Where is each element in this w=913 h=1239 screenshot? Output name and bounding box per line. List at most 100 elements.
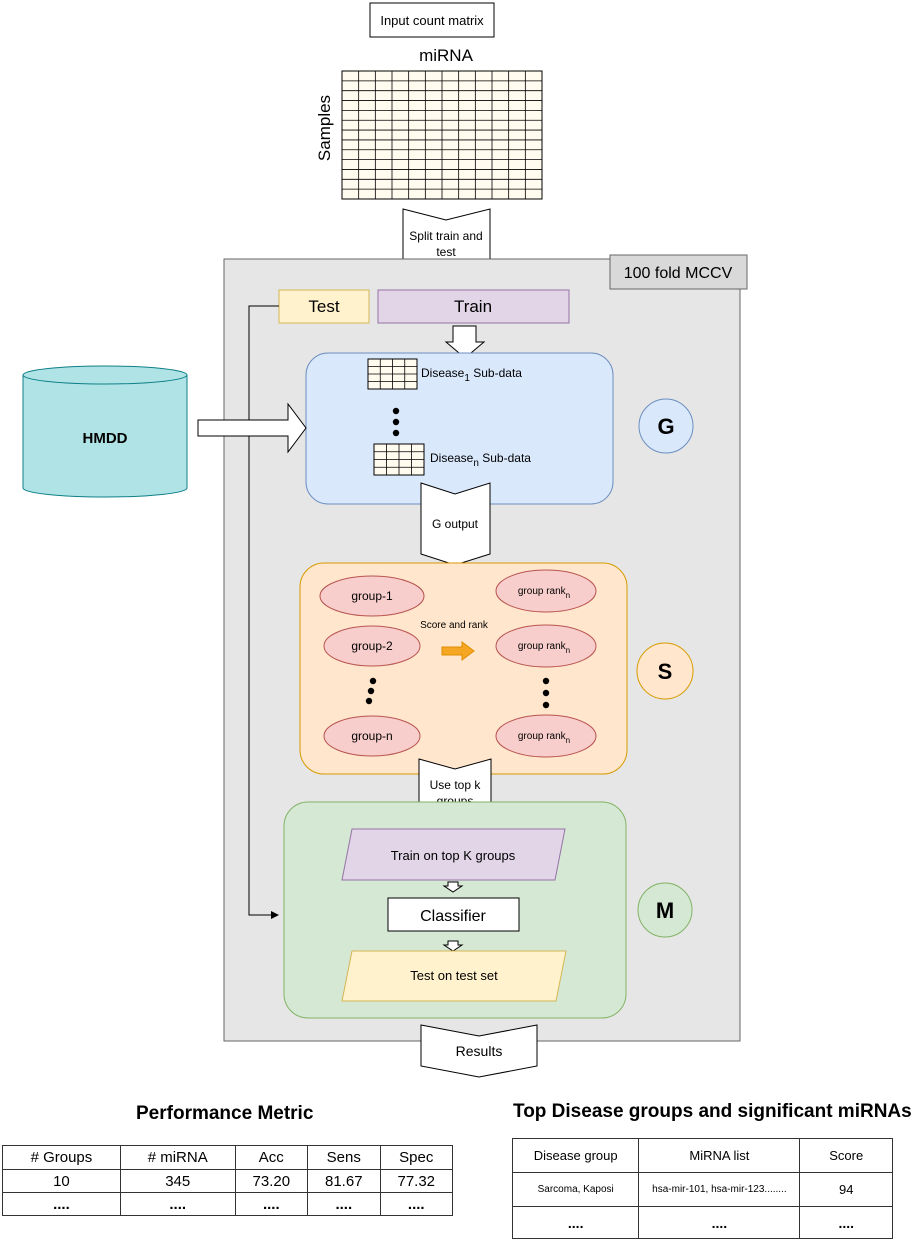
group-1-node [319, 575, 425, 617]
performance-header-cell: # miRNA [119, 1145, 236, 1170]
train-label: Train [454, 297, 492, 316]
top-disease-cell: 94 [799, 1172, 893, 1207]
split-label-2: test [436, 245, 456, 259]
group-n-node [323, 715, 421, 757]
g-output-label: G output [432, 517, 479, 531]
group-rank-n-node [495, 714, 597, 758]
top-disease-title: Top Disease groups and significant miRNA… [513, 1101, 912, 1122]
m-down-arrow [442, 881, 464, 893]
hmdd-cylinder-body [22, 375, 188, 498]
top-disease-cell: Sarcoma, Kaposi [511, 1172, 640, 1207]
mccv-label: 100 fold MCCV [624, 265, 733, 282]
m-badge-circle [637, 882, 693, 938]
s-dot [367, 687, 375, 695]
performance-header-cell: Sens [307, 1145, 381, 1170]
classifier-box [387, 897, 520, 932]
g-badge-circle [638, 398, 694, 454]
s-dot [369, 677, 377, 685]
test-on-set-label: Test on test set [410, 968, 498, 983]
g-output-arrow [420, 482, 491, 566]
performance-header-row: # Groups # miRNA Acc Sens Spec [2, 1145, 454, 1170]
test-on-set-box [341, 950, 567, 1002]
s-badge-circle [636, 642, 694, 700]
mccv-badge [609, 254, 748, 290]
test-label: Test [308, 297, 339, 316]
performance-cell: 10 [2, 1169, 121, 1193]
hmdd-to-g-arrow [197, 402, 307, 454]
top-disease-row: .... .... .... [511, 1206, 893, 1239]
test-connector-line [248, 305, 279, 919]
top-disease-header-cell: Score [799, 1138, 893, 1173]
performance-cell: .... [234, 1192, 309, 1216]
performance-header-cell: # Groups [2, 1145, 121, 1170]
top-disease-cell: hsa-mir-101, hsa-mir-123........ [638, 1172, 801, 1207]
g-dot [392, 429, 400, 437]
top-disease-header-cell: Disease group [511, 1138, 640, 1173]
s-dot [542, 689, 550, 697]
performance-row: .... .... .... .... .... [2, 1192, 454, 1216]
group-n-label: group-n [351, 729, 392, 743]
performance-header-cell: Acc [234, 1145, 309, 1170]
performance-cell: 77.32 [379, 1169, 454, 1193]
classifier-label: Classifier [420, 908, 486, 925]
score-rank-arrow [441, 641, 475, 661]
g-badge-label: G [657, 414, 674, 439]
input-count-matrix-label: Input count matrix [380, 13, 484, 28]
disease-1-grid [367, 358, 418, 390]
test-box [278, 289, 370, 324]
train-top-k-label: Train on top K groups [391, 848, 516, 863]
disease-n-grid [373, 443, 425, 476]
top-disease-row: Sarcoma, Kaposi hsa-mir-101, hsa-mir-123… [511, 1172, 893, 1207]
top-disease-cell: .... [799, 1206, 893, 1239]
performance-title: Performance Metric [136, 1103, 314, 1124]
performance-table: # Groups # miRNA Acc Sens Spec 10 345 73… [2, 1145, 454, 1216]
hmdd-label: HMDD [83, 430, 128, 447]
group-1-label: group-1 [351, 589, 393, 603]
input-count-matrix-box [369, 2, 495, 38]
g-dot [392, 407, 400, 415]
top-disease-table: Disease group MiRNA list Score Sarcoma, … [511, 1138, 893, 1239]
train-top-k-box [341, 828, 566, 881]
top-disease-header-row: Disease group MiRNA list Score [511, 1138, 893, 1173]
train-box [377, 289, 570, 324]
group-rank-2-node [495, 624, 597, 668]
group-rank-n-label: group rankn [518, 731, 570, 745]
group-2-node [323, 625, 421, 667]
performance-cell: .... [307, 1192, 381, 1216]
input-matrix-grid [341, 70, 543, 200]
top-disease-cell: .... [638, 1206, 801, 1239]
top-k-label-1: Use top k [430, 778, 482, 792]
m-badge-label: M [656, 898, 674, 923]
performance-cell: .... [119, 1192, 236, 1216]
s-dot [365, 697, 373, 705]
s-dot [542, 677, 550, 685]
disease-n-label: Diseasen Sub-data [430, 451, 531, 469]
results-label: Results [456, 1043, 503, 1059]
hmdd-cylinder-top [22, 365, 188, 385]
top-disease-cell: .... [511, 1206, 640, 1239]
m-down-arrow [442, 940, 464, 952]
performance-cell: 73.20 [234, 1169, 309, 1193]
group-rank-2-label: group rankn [518, 641, 570, 655]
split-label-1: Split train and [409, 229, 482, 243]
group-rank-1-node [495, 569, 597, 613]
g-dot [392, 418, 400, 426]
mirna-axis-label: miRNA [419, 46, 473, 65]
train-down-arrow [444, 325, 486, 359]
performance-row: 10 345 73.20 81.67 77.32 [2, 1169, 454, 1193]
group-rank-1-label: group rankn [518, 586, 570, 600]
disease-1-label: Disease1 Sub-data [421, 366, 522, 384]
s-dot [542, 701, 550, 709]
performance-header-cell: Spec [379, 1145, 454, 1170]
performance-cell: .... [2, 1192, 121, 1216]
s-badge-label: S [658, 659, 673, 684]
top-disease-header-cell: MiRNA list [638, 1138, 801, 1173]
samples-axis-label: Samples [315, 95, 334, 161]
group-2-label: group-2 [351, 639, 393, 653]
results-arrow [420, 1024, 538, 1078]
performance-cell: 81.67 [307, 1169, 381, 1193]
performance-cell: 345 [119, 1169, 236, 1193]
performance-cell: .... [379, 1192, 454, 1216]
score-rank-label: Score and rank [420, 620, 489, 631]
